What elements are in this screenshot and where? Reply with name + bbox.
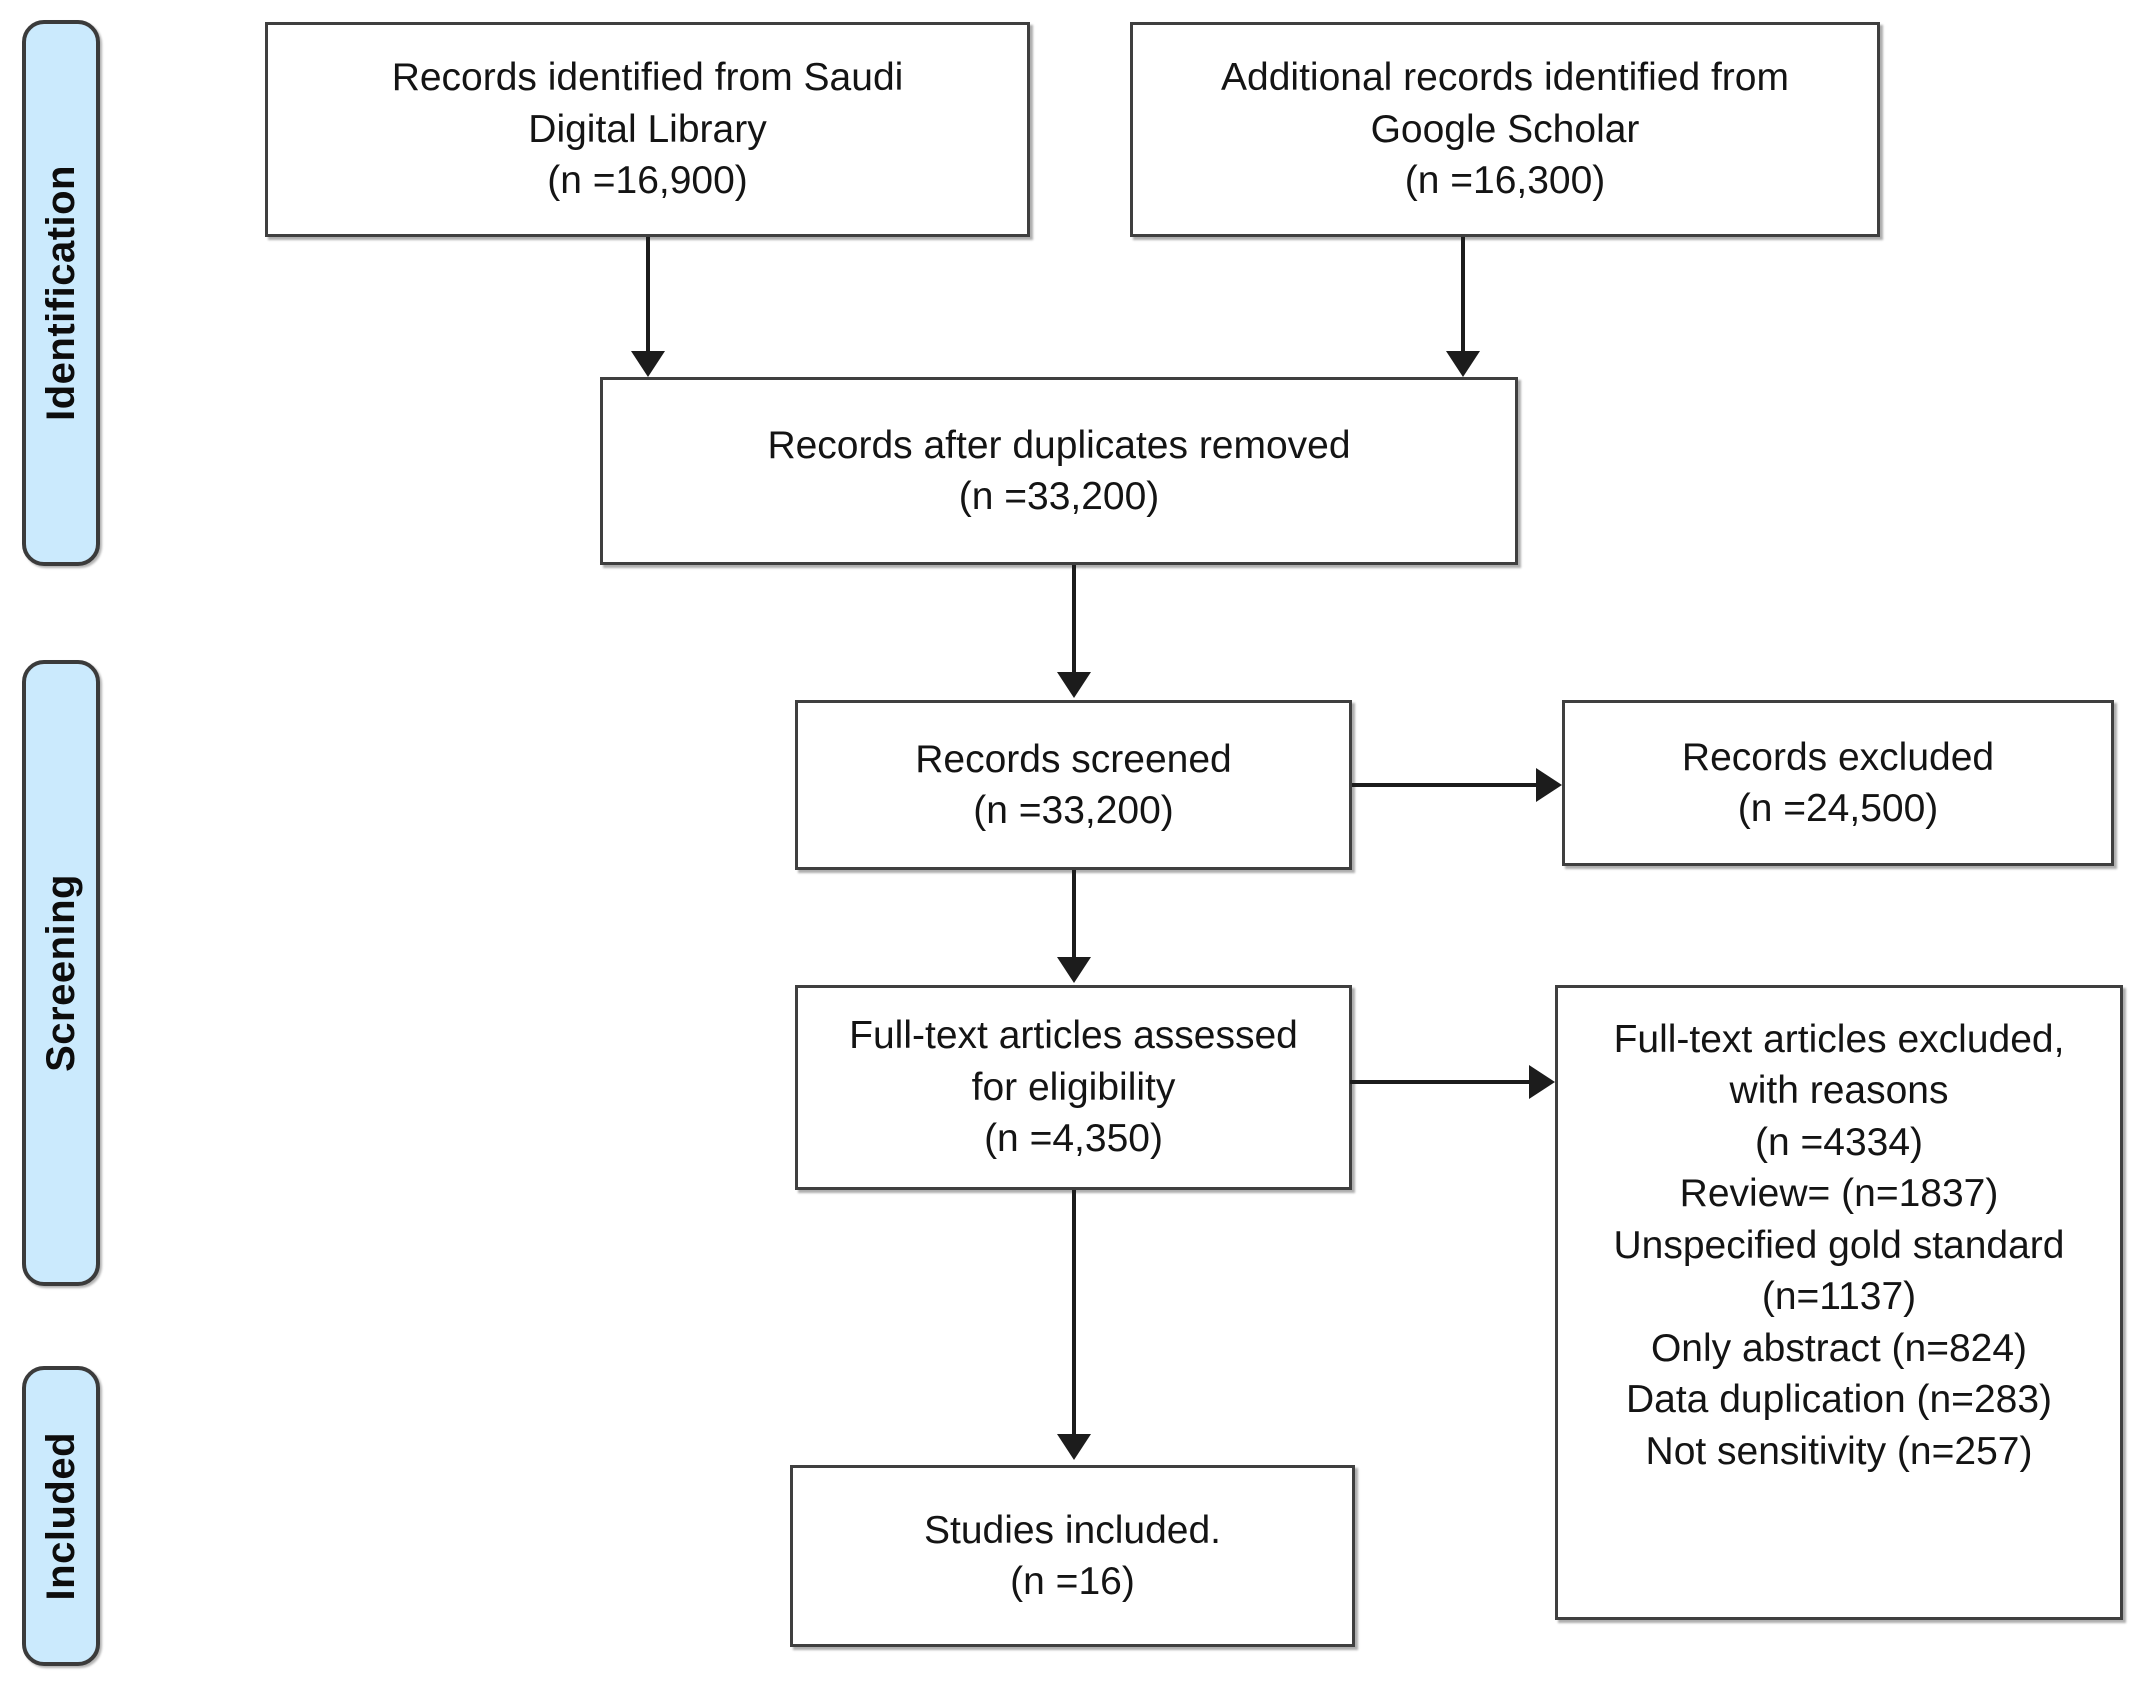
box-fulltext-articles-excluded-with-reasons: Full-text articles excluded, with reason… xyxy=(1555,985,2123,1620)
box-text-source-secondary: Additional records identified from Googl… xyxy=(1221,56,1789,203)
connector-line-duplicates-to-screened xyxy=(1072,565,1076,674)
connector-line-source-secondary-to-duplicates xyxy=(1461,237,1465,353)
connector-line-screened-to-excluded xyxy=(1352,783,1542,787)
connector-line-screened-to-fulltext xyxy=(1072,870,1076,959)
connector-arrow-fulltext-to-studies-included xyxy=(1057,1434,1091,1460)
box-records-excluded: Records excluded (n =24,500) xyxy=(1562,700,2114,866)
box-text-records-excluded: Records excluded (n =24,500) xyxy=(1681,735,1995,830)
box-fulltext-articles-assessed-for-eligibility: Full-text articles assessed for eligibil… xyxy=(795,985,1352,1190)
connector-arrow-screened-to-excluded xyxy=(1536,768,1562,802)
connector-line-source-primary-to-duplicates xyxy=(646,237,650,353)
connector-arrow-duplicates-to-screened xyxy=(1057,672,1091,698)
phase-bar-screening: Screening xyxy=(22,660,100,1286)
box-studies-included: Studies included. (n =16) xyxy=(790,1465,1355,1647)
box-additional-records-google-scholar: Additional records identified from Googl… xyxy=(1130,22,1880,237)
connector-arrow-source-primary-to-duplicates xyxy=(631,351,665,377)
connector-arrow-fulltext-to-excluded-reasons xyxy=(1529,1065,1555,1099)
box-text-fulltext-excluded: Full-text articles excluded, with reason… xyxy=(1613,1018,2065,1473)
connector-line-fulltext-to-studies-included xyxy=(1072,1190,1076,1436)
phase-label-identification: Identification xyxy=(38,165,83,421)
box-text-source-primary: Records identified from Saudi Digital Li… xyxy=(391,56,904,203)
box-text-duplicates-removed: Records after duplicates removed (n =33,… xyxy=(767,423,1351,518)
box-text-fulltext-assessed: Full-text articles assessed for eligibil… xyxy=(849,1014,1298,1161)
box-text-records-screened: Records screened (n =33,200) xyxy=(915,737,1232,832)
box-records-identified-saudi-digital-library: Records identified from Saudi Digital Li… xyxy=(265,22,1030,237)
phase-bar-included: Included xyxy=(22,1366,100,1666)
connector-arrow-source-secondary-to-duplicates xyxy=(1446,351,1480,377)
connector-line-fulltext-to-excluded-reasons xyxy=(1350,1080,1535,1084)
box-records-after-duplicates-removed: Records after duplicates removed (n =33,… xyxy=(600,377,1518,565)
phase-label-included: Included xyxy=(38,1431,83,1601)
connector-arrow-screened-to-fulltext xyxy=(1057,957,1091,983)
box-records-screened: Records screened (n =33,200) xyxy=(795,700,1352,870)
phase-bar-identification: Identification xyxy=(22,20,100,566)
phase-label-screening: Screening xyxy=(38,874,83,1072)
box-text-studies-included: Studies included. (n =16) xyxy=(923,1508,1222,1603)
